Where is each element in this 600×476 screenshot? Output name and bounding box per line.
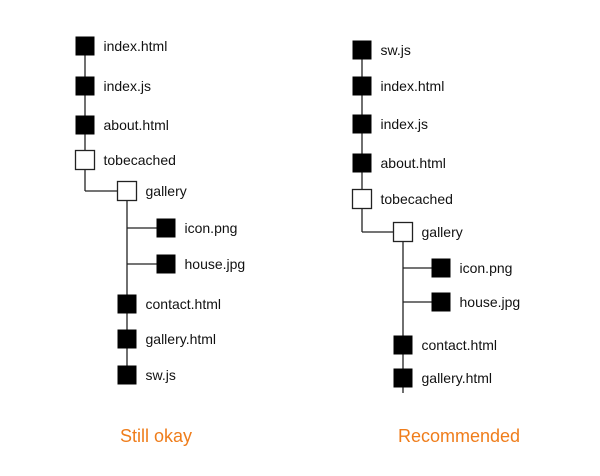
tree-node-icon-png: icon.png: [431, 258, 513, 278]
node-label: gallery: [146, 183, 187, 199]
tree-node-sw-js: sw.js: [117, 365, 176, 385]
node-label: gallery.html: [146, 331, 217, 347]
node-label: house.jpg: [460, 294, 521, 310]
file-icon: [393, 368, 413, 388]
file-icon: [75, 36, 95, 56]
node-label: sw.js: [381, 42, 411, 58]
folder-icon: [116, 180, 138, 202]
file-icon: [352, 153, 372, 173]
folder-icon: [392, 221, 414, 243]
file-icon: [352, 76, 372, 96]
file-icon: [156, 218, 176, 238]
tree-node-about-html: about.html: [352, 153, 446, 173]
file-icon: [393, 335, 413, 355]
file-icon: [117, 294, 137, 314]
node-label: gallery: [422, 224, 463, 240]
node-label: index.html: [381, 78, 445, 94]
tree-node-tobecached: tobecached: [351, 188, 453, 210]
node-label: index.html: [104, 38, 168, 54]
tree-node-index-html: index.html: [352, 76, 445, 96]
node-label: about.html: [104, 117, 169, 133]
tree-node-contact-html: contact.html: [393, 335, 497, 355]
file-icon: [117, 365, 137, 385]
node-label: tobecached: [381, 191, 453, 207]
file-icon: [352, 40, 372, 60]
tree-node-sw-js: sw.js: [352, 40, 411, 60]
file-icon: [75, 76, 95, 96]
tree-node-gallery-html: gallery.html: [117, 329, 217, 349]
tree-node-icon-png: icon.png: [156, 218, 238, 238]
file-icon: [75, 115, 95, 135]
tree-connector-lines: [84, 46, 166, 375]
file-icon: [117, 329, 137, 349]
tree-node-house-jpg: house.jpg: [431, 292, 521, 312]
node-label: icon.png: [185, 220, 238, 236]
tree-still-okay: index.html index.js about.html tobecached ga…: [74, 36, 246, 446]
tree-node-index-js: index.js: [352, 114, 428, 134]
tree-node-gallery: gallery: [392, 221, 463, 243]
node-label: index.js: [104, 78, 151, 94]
node-label: contact.html: [422, 337, 497, 353]
tree-recommended: sw.js index.html index.js about.html tobecac…: [351, 40, 521, 446]
folder-icon: [74, 149, 96, 171]
tree-node-tobecached: tobecached: [74, 149, 176, 171]
node-label: house.jpg: [185, 256, 246, 272]
file-icon: [431, 258, 451, 278]
folder-icon: [351, 188, 373, 210]
file-icon: [352, 114, 372, 134]
caption-recommended: Recommended: [398, 426, 520, 446]
node-label: contact.html: [146, 296, 221, 312]
node-label: icon.png: [460, 260, 513, 276]
node-label: index.js: [381, 116, 428, 132]
node-label: about.html: [381, 155, 446, 171]
tree-node-index-html: index.html: [75, 36, 168, 56]
tree-node-about-html: about.html: [75, 115, 169, 135]
tree-node-contact-html: contact.html: [117, 294, 221, 314]
node-label: tobecached: [104, 152, 176, 168]
tree-node-gallery: gallery: [116, 180, 187, 202]
node-label: sw.js: [146, 367, 176, 383]
tree-node-house-jpg: house.jpg: [156, 254, 246, 274]
file-icon: [431, 292, 451, 312]
caption-still-okay: Still okay: [120, 426, 192, 446]
file-icon: [156, 254, 176, 274]
tree-node-gallery-html: gallery.html: [393, 368, 493, 388]
tree-node-index-js: index.js: [75, 76, 151, 96]
node-label: gallery.html: [422, 370, 493, 386]
